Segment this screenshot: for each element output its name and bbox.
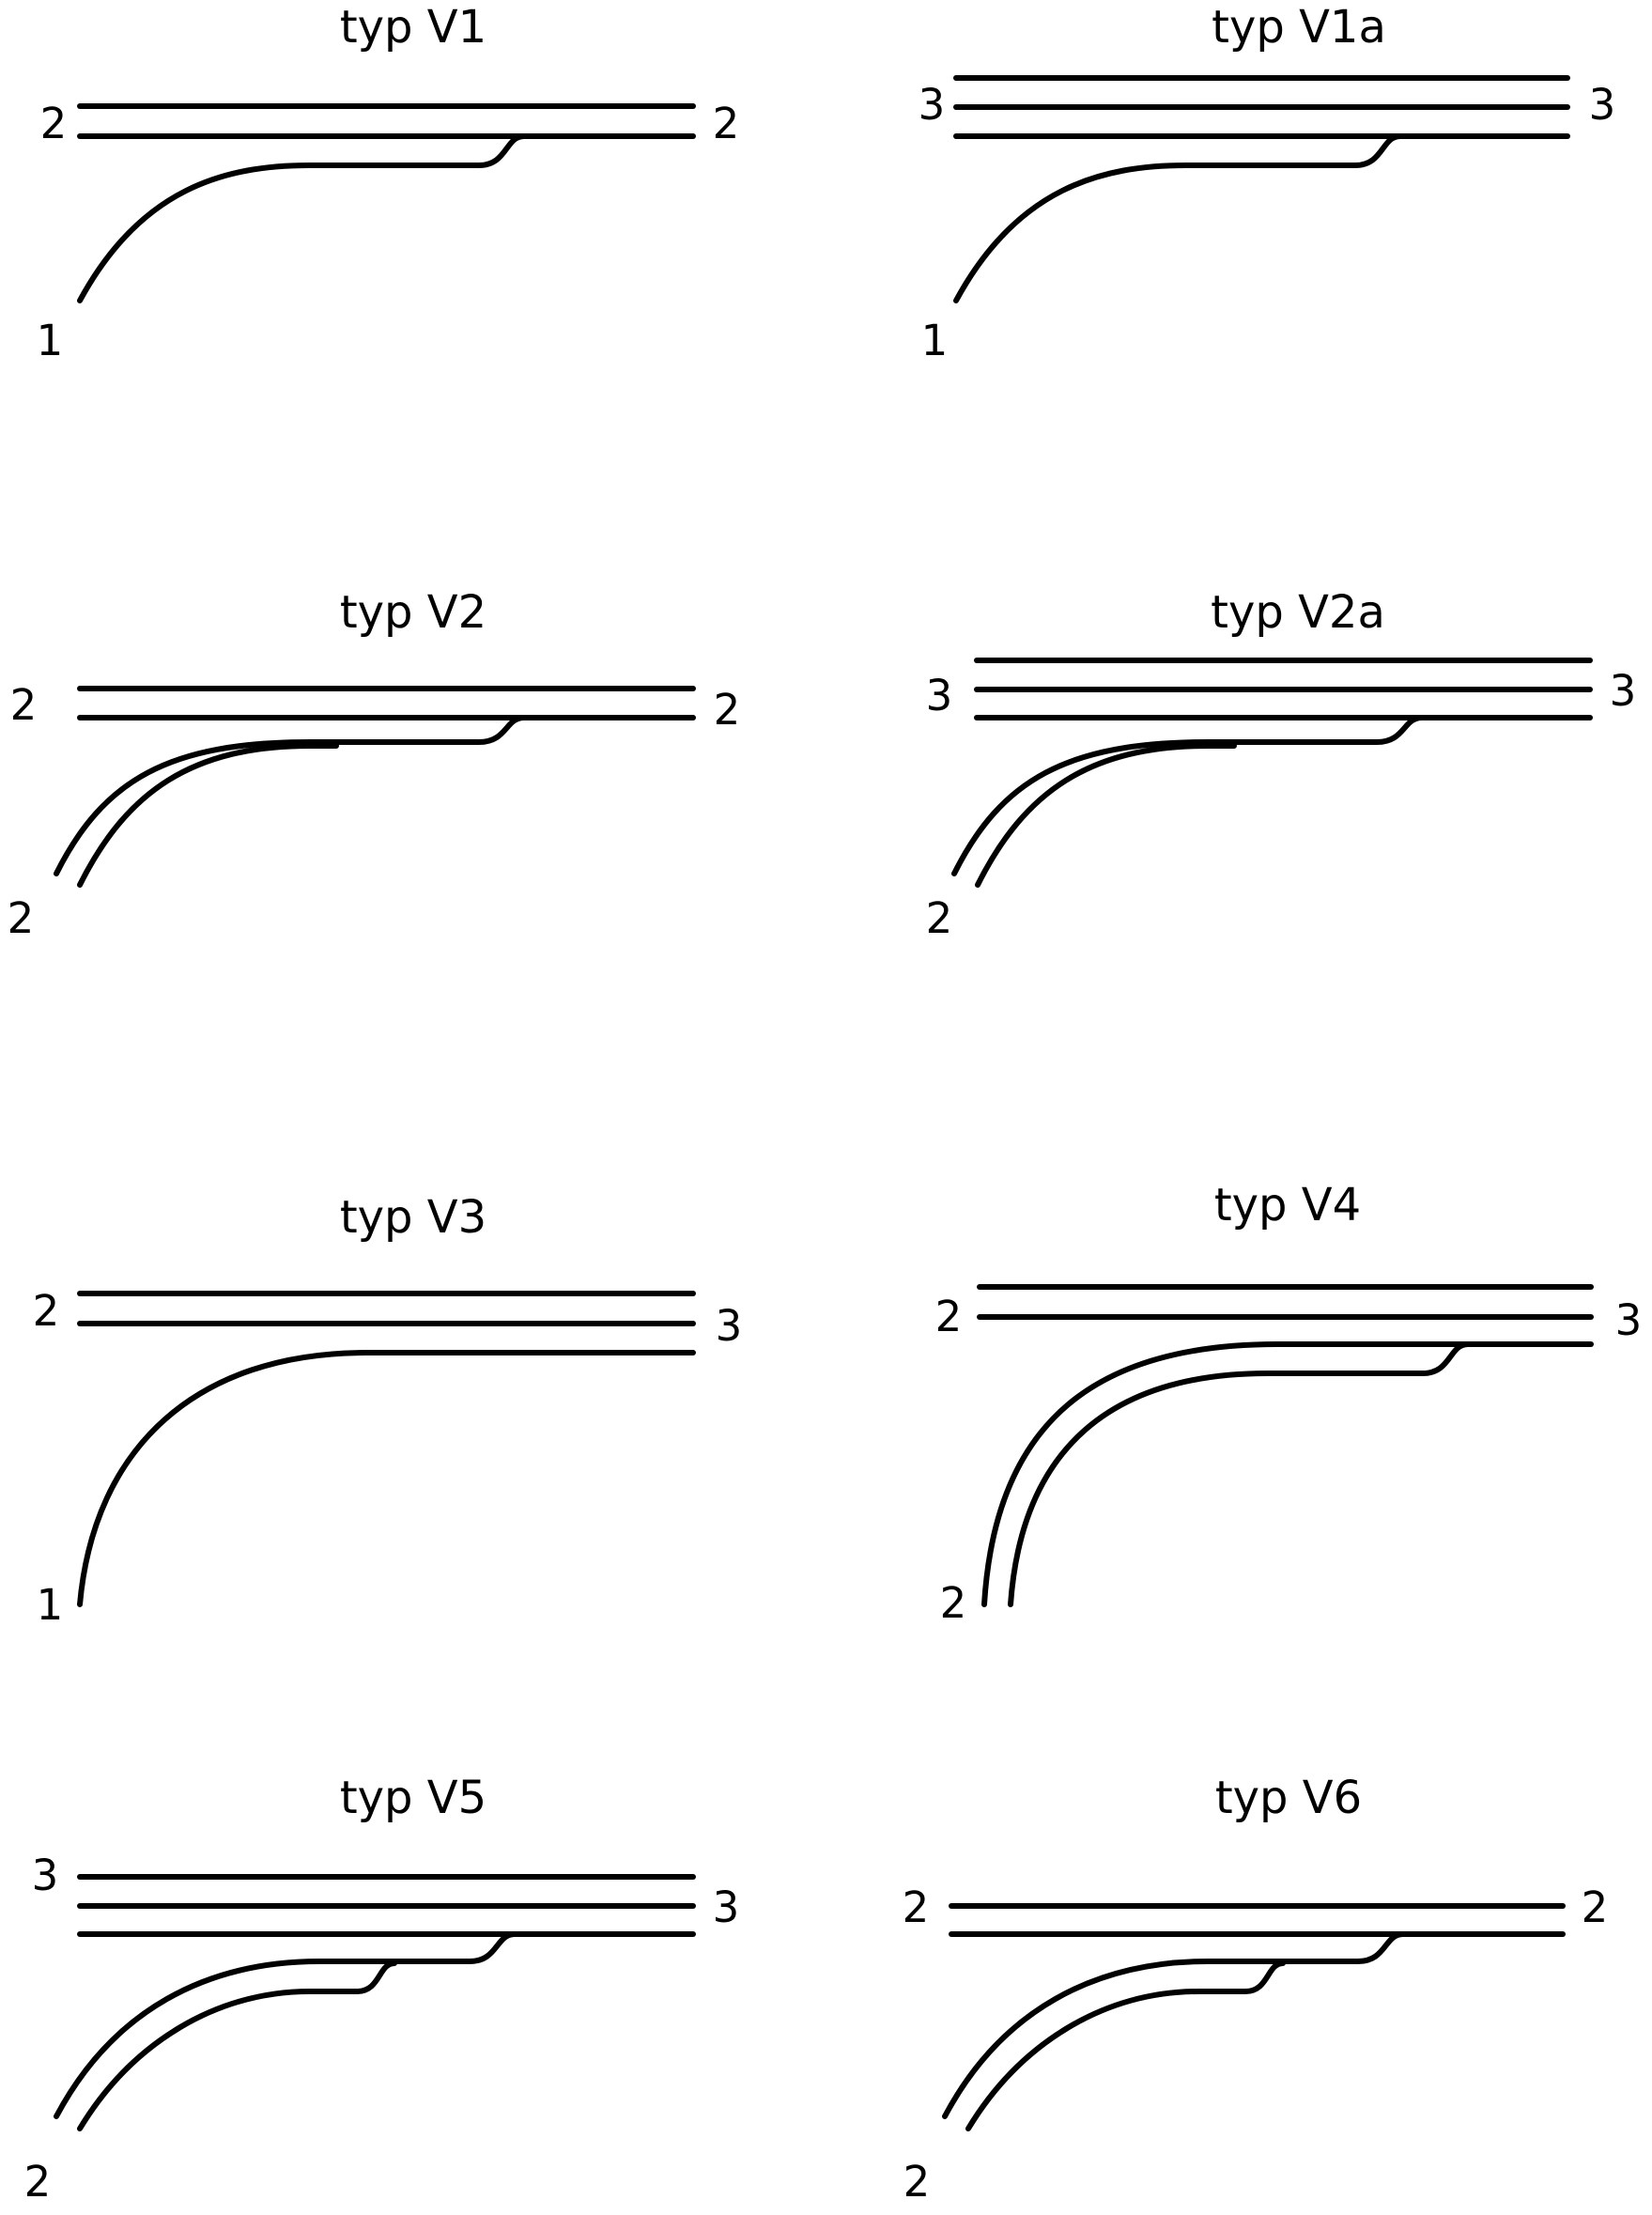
- diagram-v5: typ V5 3 3 2: [24, 1772, 740, 2207]
- right-lane-count: 3: [1615, 1295, 1643, 1345]
- ramp-line: [1008, 1341, 1471, 1607]
- left-lane-count: 2: [33, 1286, 60, 1336]
- diagram-title: typ V6: [1215, 1772, 1362, 1824]
- diagram-title: typ V2: [340, 586, 486, 639]
- diagram-title: typ V1: [340, 1, 486, 54]
- branch-lane-count: 2: [940, 1578, 967, 1628]
- right-lane-count: 3: [1610, 666, 1637, 716]
- ramp-line: [77, 743, 339, 888]
- diagram-title: typ V3: [340, 1191, 486, 1244]
- diagram-title: typ V1a: [1212, 1, 1386, 54]
- right-lane-count: 2: [1582, 1882, 1609, 1932]
- right-lane-count: 2: [713, 99, 740, 148]
- diagram-v3: typ V3 2 3 1: [33, 1191, 743, 1630]
- left-lane-count: 2: [935, 1292, 963, 1341]
- diagram-title: typ V5: [340, 1772, 486, 1824]
- left-lane-count: 2: [903, 1882, 930, 1932]
- branch-lane-count: 1: [921, 316, 949, 365]
- branch-lane-count: 2: [8, 893, 35, 943]
- diagram-title: typ V4: [1214, 1179, 1361, 1231]
- right-lane-count: 3: [716, 1301, 743, 1351]
- ramp-line: [77, 133, 527, 303]
- branch-lane-count: 1: [37, 1580, 64, 1630]
- diagram-v6: typ V6 2 2 2: [903, 1772, 1609, 2207]
- left-lane-count: 2: [10, 680, 38, 730]
- ramp-line: [77, 1350, 696, 1607]
- branch-lane-count: 2: [926, 893, 953, 943]
- right-lane-count: 2: [714, 685, 741, 735]
- ramp-line: [965, 1960, 1286, 2131]
- ramp-line: [54, 1931, 517, 2119]
- left-lane-count: 3: [32, 1851, 59, 1900]
- ramp-line: [975, 743, 1237, 888]
- diagram-v2a: typ V2a 3 3 2: [926, 586, 1637, 943]
- diagram-title: typ V2a: [1211, 586, 1385, 639]
- left-lane-count: 2: [40, 99, 68, 148]
- diagram-v1a: typ V1a 3 3 1: [919, 1, 1616, 365]
- left-lane-count: 3: [926, 671, 953, 720]
- ramp-line: [54, 715, 527, 876]
- diagram-v4: typ V4 2 3 2: [935, 1179, 1643, 1628]
- right-lane-count: 3: [1589, 80, 1616, 130]
- diagram-v2: typ V2 2 2 2: [8, 586, 741, 943]
- ramp-line: [953, 133, 1403, 303]
- right-lane-count: 3: [713, 1882, 740, 1932]
- diagram-v1: typ V1 2 2 1: [37, 1, 740, 365]
- ramp-line: [942, 1931, 1406, 2119]
- branch-lane-count: 1: [37, 316, 64, 365]
- left-lane-count: 3: [919, 80, 946, 130]
- branch-lane-count: 2: [903, 2157, 931, 2207]
- ramp-line: [981, 1341, 1280, 1607]
- branch-lane-count: 2: [24, 2157, 52, 2207]
- ramp-line: [77, 1960, 397, 2131]
- ramp-line: [951, 715, 1425, 876]
